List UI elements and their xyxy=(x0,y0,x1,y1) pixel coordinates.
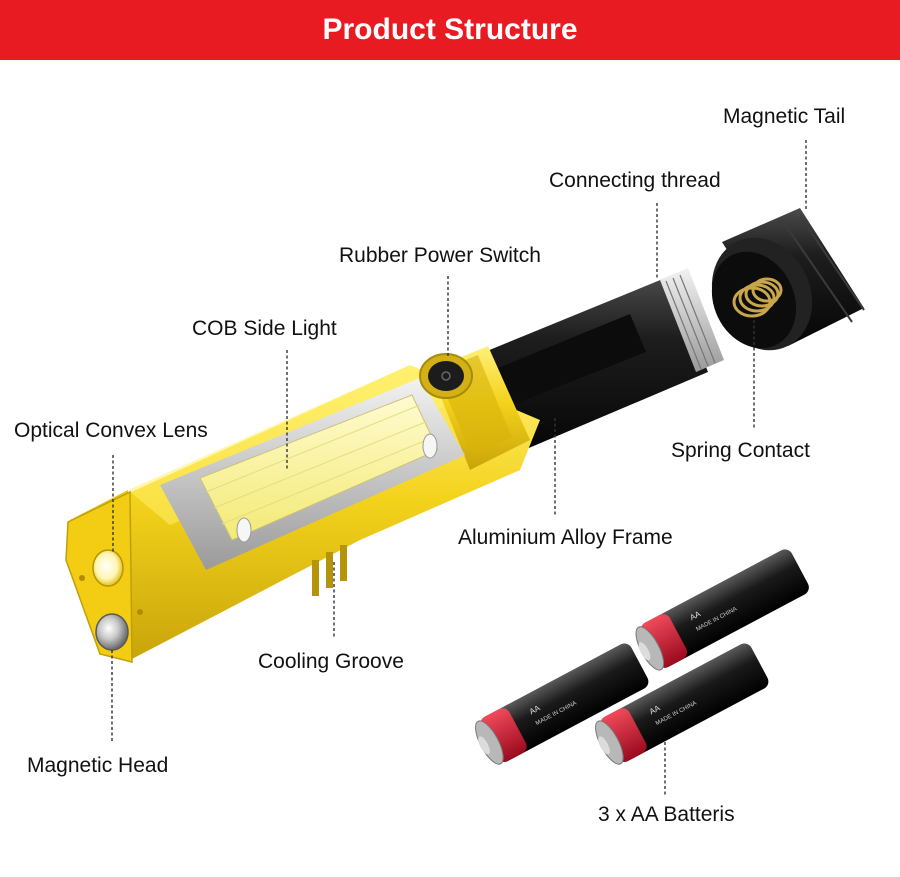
label-batteries: 3 x AA Batteris xyxy=(598,803,735,827)
tail-cap xyxy=(693,208,864,367)
label-connecting-thread: Connecting thread xyxy=(549,169,721,193)
label-cob-side-light: COB Side Light xyxy=(192,317,337,341)
power-switch-shape xyxy=(420,354,472,398)
flashlight xyxy=(66,268,724,662)
label-cooling-groove: Cooling Groove xyxy=(258,650,404,674)
label-aluminium-alloy-frame: Aluminium Alloy Frame xyxy=(458,526,673,550)
label-spring-contact: Spring Contact xyxy=(671,439,810,463)
label-magnetic-head: Magnetic Head xyxy=(27,754,168,778)
batteries: AA MADE IN CHINA AA MADE IN CHINA AA MAD… xyxy=(469,547,812,770)
label-magnetic-tail: Magnetic Tail xyxy=(723,105,845,129)
label-rubber-power-switch: Rubber Power Switch xyxy=(339,244,541,268)
label-optical-convex-lens: Optical Convex Lens xyxy=(14,419,208,443)
